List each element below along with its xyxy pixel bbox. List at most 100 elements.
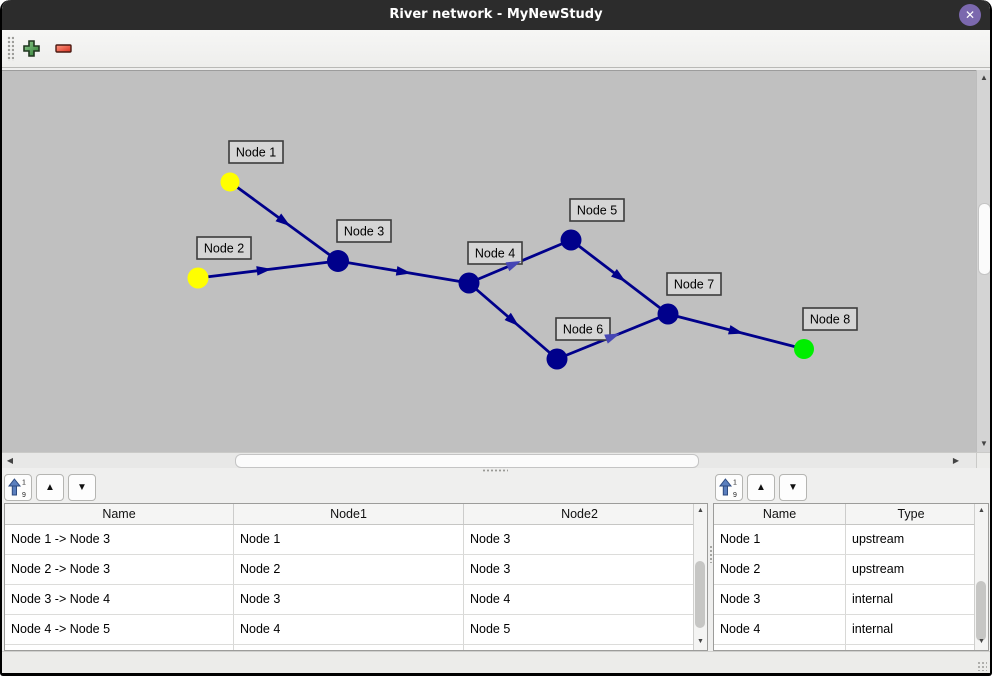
scroll-up-icon[interactable]: ▲ [978,507,985,514]
node-label-box[interactable] [336,219,392,243]
remove-node-button[interactable] [50,35,76,61]
table-cell[interactable]: internal [852,592,893,606]
scroll-right-icon[interactable]: ▶ [952,456,960,465]
nodes-move-up-button[interactable]: ▲ [747,474,775,501]
horizontal-scroll-thumb[interactable] [235,454,699,468]
table-cell[interactable]: Node 4 -> Node 5 [5,615,234,644]
table-cell[interactable]: Node 4 [234,615,464,644]
node-label: Node 8 [810,313,850,327]
node-label-box[interactable] [666,272,722,296]
table-cell[interactable]: Node 4 [714,615,846,644]
column-header-name[interactable]: Name [714,504,846,524]
table-cell[interactable]: Node 2 [234,555,464,584]
table-cell[interactable] [714,645,846,650]
svg-text:1: 1 [22,479,26,486]
nodes-table-scrollbar[interactable]: ▲ ▼ [974,504,988,650]
table-cell[interactable]: Node 3 -> Node 4 [5,585,234,614]
scroll-thumb[interactable] [976,581,986,641]
links-move-down-button[interactable]: ▼ [68,474,96,501]
node-label-box[interactable] [196,236,252,260]
plus-icon [22,39,40,57]
node-n1[interactable] [220,172,240,192]
scroll-thumb[interactable] [695,561,705,628]
pane-splitter[interactable] [2,468,990,473]
table-cell[interactable]: Node 3 [470,532,511,546]
canvas-vertical-scrollbar[interactable]: ▲ ▼ [976,70,990,452]
links-move-up-button[interactable]: ▲ [36,474,64,501]
node-n5[interactable] [560,229,582,251]
scroll-up-icon[interactable]: ▲ [697,507,704,514]
node-n2[interactable] [187,267,209,289]
table-row[interactable] [714,645,988,650]
vertical-scroll-thumb[interactable] [978,203,990,275]
node-n4[interactable] [458,272,480,294]
table-row[interactable]: Node 3 internal [714,585,988,615]
column-header-type[interactable]: Type [897,507,925,521]
table-row[interactable]: Node 1 upstream [714,525,988,555]
table-row[interactable]: Node 2 upstream [714,555,988,585]
table-cell[interactable]: Node 1 [234,525,464,554]
nodes-move-down-button[interactable]: ▼ [779,474,807,501]
table-cell[interactable]: Node 1 -> Node 3 [5,525,234,554]
table-row[interactable] [5,645,707,650]
scroll-up-icon[interactable]: ▲ [980,73,988,82]
resize-grip-icon[interactable] [977,661,987,671]
node-label-box[interactable] [802,307,858,331]
scroll-down-icon[interactable]: ▼ [697,638,704,645]
column-header-node2[interactable]: Node2 [561,507,598,521]
table-cell[interactable]: Node 5 [470,622,511,636]
column-header-name[interactable]: Name [5,504,234,524]
node-n7[interactable] [657,303,679,325]
scroll-left-icon[interactable]: ◀ [6,456,14,465]
add-node-button[interactable] [18,35,44,61]
close-button[interactable]: ✕ [959,4,981,26]
table-cell[interactable] [234,645,464,650]
links-table-scrollbar[interactable]: ▲ ▼ [693,504,707,650]
triangle-down-icon: ▼ [77,482,87,493]
table-row[interactable]: Node 4 internal [714,615,988,645]
table-cell[interactable] [5,645,234,650]
edge-arrow-icon [611,268,626,282]
titlebar[interactable]: River network - MyNewStudy ✕ [2,0,990,30]
node-label-box[interactable] [569,198,625,222]
node-n3[interactable] [327,250,349,272]
node-label: Node 4 [475,247,515,261]
table-cell[interactable]: Node 4 [470,592,511,606]
toolbar-grip[interactable] [7,36,14,61]
scroll-down-icon[interactable]: ▼ [980,439,988,448]
canvas-horizontal-scrollbar[interactable]: ◀ ▶ [2,452,990,468]
table-cell[interactable]: Node 2 [714,555,846,584]
node-label-box[interactable] [555,317,611,341]
node-label: Node 7 [674,278,714,292]
triangle-up-icon: ▲ [45,482,55,493]
column-header-node1[interactable]: Node1 [234,504,464,524]
scroll-down-icon[interactable]: ▼ [978,638,985,645]
node-label-box[interactable] [228,140,284,164]
table-splitter-grip-icon[interactable] [709,545,713,563]
table-cell[interactable]: Node 1 [714,525,846,554]
nodes-sort-button[interactable]: 1 9 [715,474,743,501]
triangle-down-icon: ▼ [788,482,798,493]
svg-text:1: 1 [733,479,737,486]
table-cell[interactable]: internal [852,622,893,636]
node-label-box[interactable] [467,241,523,265]
node-n6[interactable] [546,348,568,370]
links-sort-button[interactable]: 1 9 [4,474,32,501]
edge-arrow-icon [504,312,520,327]
table-cell[interactable]: Node 3 [470,562,511,576]
table-cell[interactable]: Node 3 [234,585,464,614]
node-n8[interactable] [794,339,814,359]
table-cell[interactable]: Node 2 -> Node 3 [5,555,234,584]
table-cell[interactable]: Node 3 [714,585,846,614]
table-cell[interactable]: upstream [852,532,905,546]
table-cell[interactable]: upstream [852,562,905,576]
